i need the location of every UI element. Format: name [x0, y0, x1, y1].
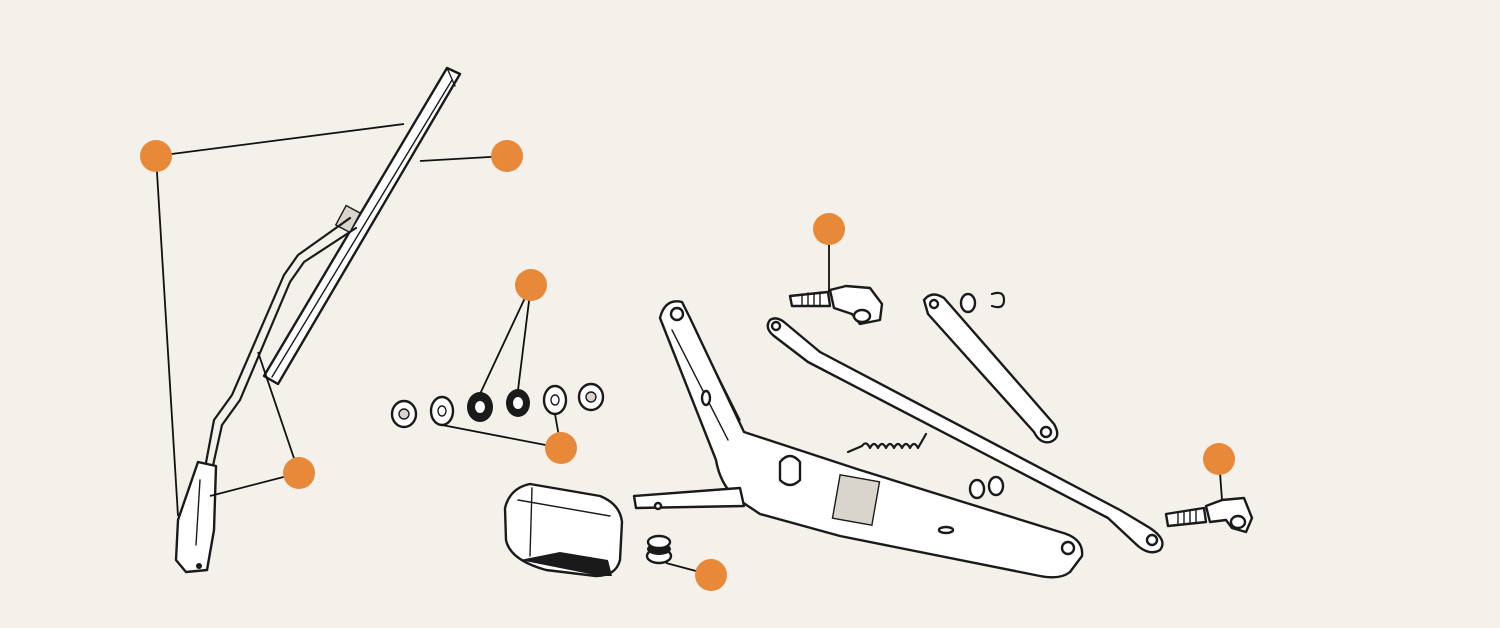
washers-marker[interactable] — [545, 432, 577, 464]
motor-grommet-marker[interactable] — [695, 559, 727, 591]
arm-hub-marker[interactable] — [283, 457, 315, 489]
grommet-right — [506, 389, 530, 417]
small-nuts — [959, 291, 1006, 500]
grommets-marker[interactable] — [515, 269, 547, 301]
wiper-arm-marker[interactable] — [140, 140, 172, 172]
long-connecting-rod — [766, 317, 1164, 554]
plain-washer-right — [542, 384, 568, 416]
grommet-left — [467, 392, 493, 422]
tension-spring — [846, 432, 928, 454]
wiper-arm — [174, 216, 358, 574]
plain-washer-left — [429, 395, 455, 427]
left-spindle-marker[interactable] — [813, 213, 845, 245]
wiper-motor — [503, 482, 624, 578]
wiper-blade — [262, 66, 462, 386]
hex-nut-left — [390, 399, 418, 429]
left-spindle — [788, 284, 884, 326]
callout-markers — [140, 140, 1235, 591]
right-spindle — [1164, 496, 1254, 534]
motor-grommet — [645, 534, 673, 565]
right-spindle-marker[interactable] — [1203, 443, 1235, 475]
mounting-bracket — [632, 300, 1084, 579]
short-connecting-rod — [922, 293, 1059, 444]
wiper-blade-marker[interactable] — [491, 140, 523, 172]
hex-nut-right — [577, 382, 605, 412]
hardware-row — [390, 382, 605, 429]
